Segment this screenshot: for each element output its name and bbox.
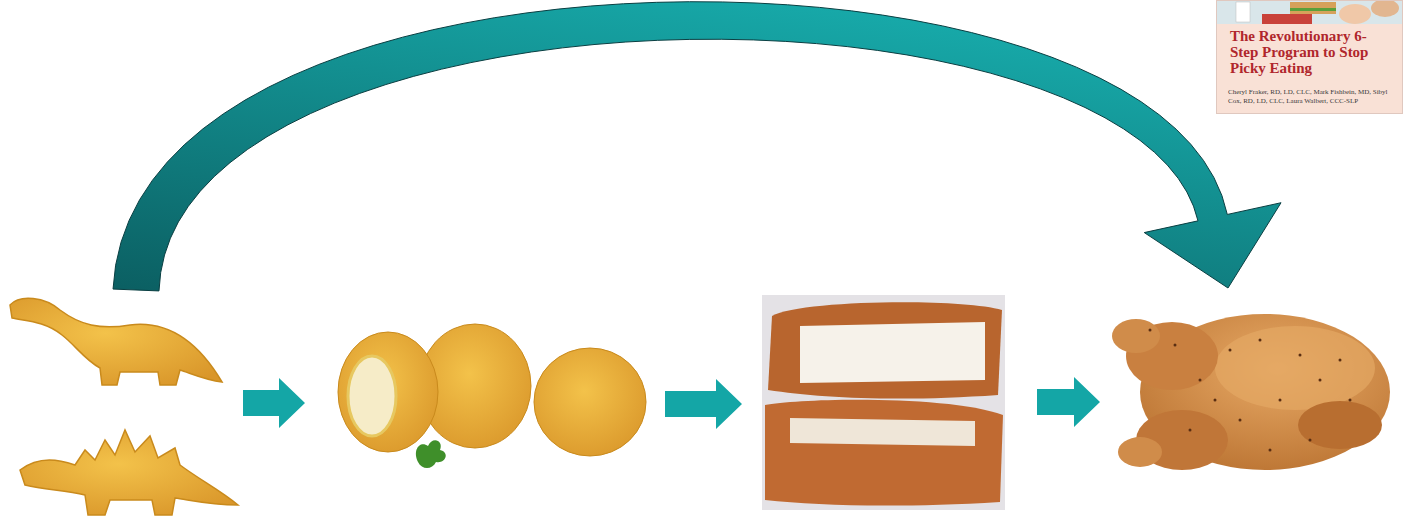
- block-arrow: [665, 379, 742, 429]
- book-authors: Cheryl Fraker, RD, LD, CLC, Mark Fishbei…: [1228, 88, 1396, 106]
- roast-chicken-node: [1100, 288, 1405, 483]
- curved-arrow: [113, 2, 1281, 291]
- roast-chicken: [1112, 314, 1390, 470]
- block-arrow: [1037, 377, 1100, 427]
- chicken-nuggets-node: [305, 318, 665, 478]
- breaded-chicken: [762, 295, 1005, 510]
- book-title: The Revolutionary 6-Step Program to Stop…: [1230, 28, 1380, 76]
- chicken-nuggets: [338, 324, 646, 468]
- breaded-chicken-node: [742, 295, 1037, 510]
- book-cover-node: The Revolutionary 6-Step Program to Stop…: [1216, 0, 1403, 114]
- dino-nuggets: [10, 298, 238, 515]
- dino-nuggets-node: [0, 290, 243, 525]
- block-arrow: [243, 378, 305, 428]
- book-cover: [1216, 0, 1403, 114]
